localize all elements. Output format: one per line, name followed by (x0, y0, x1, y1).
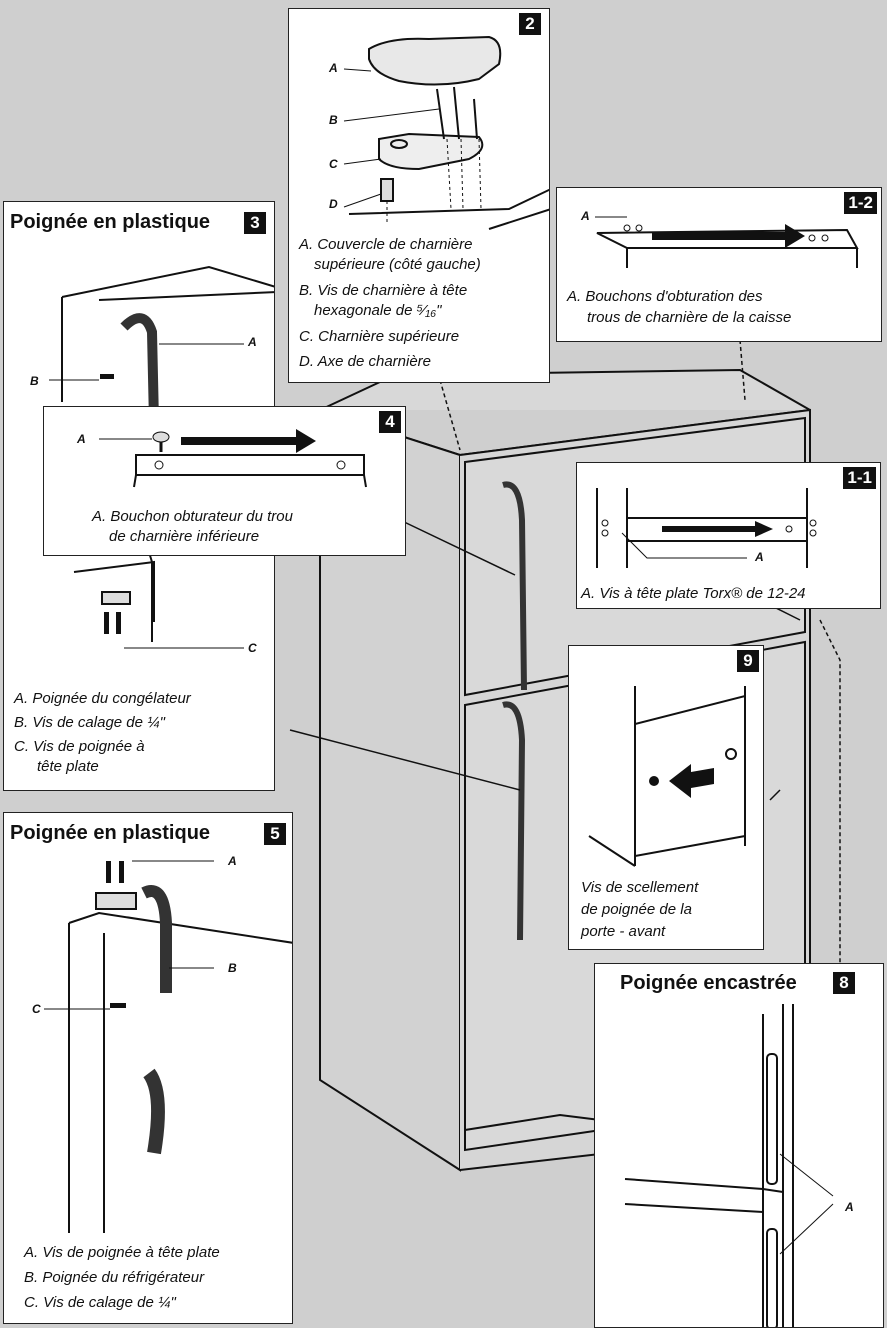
label-c: C (248, 641, 257, 655)
caption-line: C. Charnière supérieure (299, 328, 460, 345)
label-c: C (329, 157, 338, 171)
panel-4-badge: 4 (379, 411, 401, 433)
label-b: B (329, 113, 338, 127)
caption-line: C. Vis de poignée à (14, 738, 145, 755)
caption-line: supérieure (côté gauche) (314, 256, 481, 273)
label-a: A (329, 61, 338, 75)
label-a: A (228, 854, 237, 868)
label-a: A (845, 1200, 854, 1214)
cabinet-top-illustration (595, 216, 859, 268)
caption-line: Vis de scellement (581, 879, 699, 896)
recessed-handle-illustration (624, 1004, 834, 1327)
panel-5-title: Poignée en plastique (10, 822, 211, 844)
caption-line: C. Vis de calage de ¼" (24, 1294, 176, 1311)
caption-line: tête plate (37, 758, 99, 775)
panel-2-top-hinge: 2 A B C D A. Couvercle de charnière supé… (288, 8, 550, 383)
caption-line: A. Bouchon obturateur du trou (92, 508, 293, 525)
panel-9-badge: 9 (737, 650, 759, 672)
panel-5-refrigerator-handle: Poignée en plastique 5 A B C A. Vis de p… (3, 812, 293, 1324)
label-c: C (32, 1002, 41, 1016)
caption-line: D. Axe de charnière (299, 353, 432, 370)
panel-8-title: Poignée encastrée (620, 972, 797, 994)
label-a: A (77, 432, 86, 446)
top-hinge-illustration (343, 35, 549, 230)
caption-line: A. Poignée du congélateur (14, 690, 191, 707)
panel-9-seal-screw: 9 Vis de scellement de poignée de la por… (568, 645, 764, 950)
caption-line: A. Bouchons d'obturation des (567, 288, 763, 305)
refrigerator-handle-illustration (44, 860, 292, 1233)
panel-3-badge: 3 (244, 212, 266, 234)
panel-5-badge: 5 (264, 823, 286, 845)
label-b: B (30, 374, 39, 388)
label-b: B (228, 961, 237, 975)
caption-line: B. Vis de charnière à tête (299, 282, 468, 299)
panel-1-1-torx-screw: 1-1 A A. Vis à tête plate Torx® de 12-24 (576, 462, 881, 609)
panel-1-1-badge: 1-1 (843, 467, 876, 489)
panel-8-recessed-handle: Poignée encastrée 8 A (594, 963, 884, 1328)
panel-8-badge: 8 (833, 972, 855, 994)
caption-line: A. Couvercle de charnière (299, 236, 473, 253)
caption-line: hexagonale de ⁵⁄₁₆" (314, 302, 442, 319)
door-seal-illustration (588, 686, 746, 867)
caption-line: porte - avant (581, 923, 666, 940)
caption-line: B. Poignée du réfrigérateur (24, 1269, 205, 1286)
panel-1-2-badge: 1-2 (844, 192, 877, 214)
label-d: D (329, 197, 338, 211)
lower-hinge-illustration (99, 429, 367, 488)
hinge-screw-illustration (596, 488, 817, 568)
caption-line: de poignée de la (581, 901, 692, 918)
caption-line: A. Vis de poignée à tête plate (24, 1244, 220, 1261)
panel-4-lower-hinge-plug: 4 A A. Bouchon obturateur du trou de cha… (43, 406, 406, 556)
label-a: A (581, 209, 590, 223)
label-a: A (248, 335, 257, 349)
caption-line: A. Vis à tête plate Torx® de 12-24 (581, 585, 806, 602)
caption-line: B. Vis de calage de ¼" (14, 714, 165, 731)
label-a: A (755, 550, 764, 564)
panel-1-2-cabinet-plugs: 1-2 A A. Bouchons d'obturation des trous… (556, 187, 882, 342)
panel-2-badge: 2 (519, 13, 541, 35)
caption-line: de charnière inférieure (109, 528, 260, 545)
caption-line: trous de charnière de la caisse (587, 309, 792, 326)
panel-3-title: Poignée en plastique (10, 211, 211, 233)
